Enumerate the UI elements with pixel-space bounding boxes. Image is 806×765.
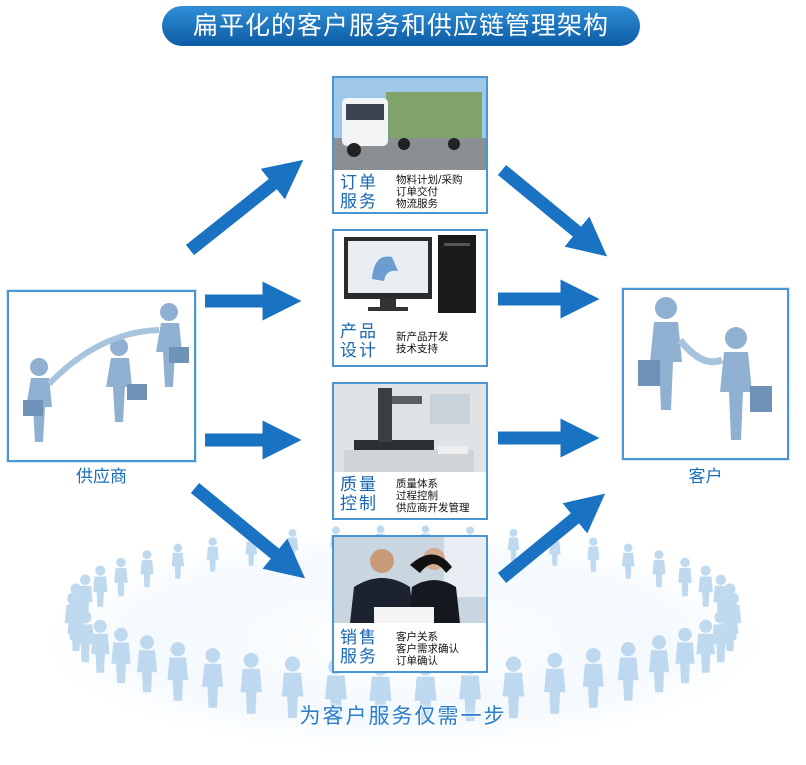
supplier-box (7, 290, 196, 462)
computer-photo-icon (334, 231, 486, 319)
customer-box (622, 288, 789, 460)
order-service-item: 物料计划/采购 (396, 174, 463, 186)
arrow-order-to-customer (497, 164, 608, 257)
order-service-item: 物流服务 (396, 198, 438, 210)
arrow-supplier-to-order (185, 159, 304, 256)
quality-control-title-line2: 控制 (340, 494, 378, 514)
handshake-figures-icon (638, 297, 772, 440)
slogan: 为客户服务仅需一步 (299, 704, 507, 728)
quality-control-item: 质量体系 (396, 478, 438, 490)
quality-control-box: 质量 控制 质量体系 过程控制 供应商开发管理 (332, 382, 488, 520)
sales-service-title-line1: 销售 (340, 628, 378, 648)
diagram-title: 扁平化的客户服务和供应链管理架构 (162, 6, 640, 46)
arrow-sales-to-customer (497, 493, 606, 584)
order-service-title-line1: 订单 (340, 173, 378, 193)
quality-control-item: 过程控制 (396, 490, 438, 502)
measuring-machine-photo-icon (334, 384, 486, 472)
quality-control-title-line1: 质量 (340, 475, 378, 495)
product-design-item: 技术支持 (396, 343, 438, 355)
order-service-title-line2: 服务 (340, 192, 378, 212)
product-design-item: 新产品开发 (396, 331, 449, 343)
sales-service-item: 订单确认 (396, 655, 438, 667)
sales-service-box: 销售 服务 客户关系 客户需求确认 订单确认 (332, 535, 488, 673)
business-people-photo-icon (334, 537, 486, 623)
truck-photo-icon (334, 78, 486, 170)
order-service-box: 订单 服务 物料计划/采购 订单交付 物流服务 (332, 76, 488, 214)
sales-service-item: 客户关系 (396, 631, 438, 643)
product-design-title-line2: 设计 (340, 341, 378, 361)
sales-service-title-line2: 服务 (340, 647, 378, 667)
arrow-supplier-to-sales (190, 482, 306, 579)
handshake-figures-icon (23, 303, 189, 442)
supplier-label: 供应商 (76, 467, 127, 487)
order-service-item: 订单交付 (396, 186, 438, 198)
product-design-box: 产品 设计 新产品开发 技术支持 (332, 229, 488, 367)
customer-label: 客户 (688, 467, 723, 487)
product-design-title-line1: 产品 (340, 322, 378, 342)
quality-control-item: 供应商开发管理 (396, 502, 470, 514)
sales-service-item: 客户需求确认 (396, 643, 459, 655)
